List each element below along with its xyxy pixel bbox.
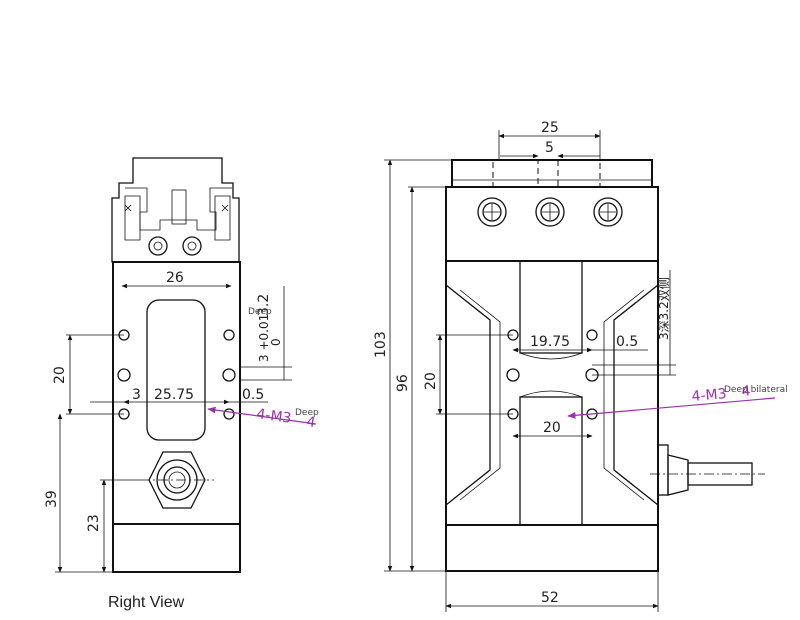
dim-right-3: 3 [132,387,141,403]
screw-row [477,197,623,227]
dim-front-5: 5 [545,140,554,156]
dim-front-20-v: 20 [423,372,439,390]
dim-right-39: 39 [44,490,60,508]
dim-front-52: 52 [541,590,559,606]
thread-callout-front: 4-M3 [691,386,727,405]
dim-right-3-2: 3.2 [256,294,272,316]
right-view: 26 25.75 3 0.5 20 39 23 3.2 3 +0.01 0 De… [44,157,319,573]
dim-right-25-75: 25.75 [154,387,194,403]
thread-depth-front: 4 [741,383,751,400]
dim-right-0-5: 0.5 [242,387,264,403]
dim-front-103: 103 [373,331,389,358]
dim-right-26: 26 [166,270,184,286]
depth-note-front: 3深3.2双侧 [657,277,671,340]
dim-right-tol-zero: 0 [269,338,283,346]
dim-front-20-h: 20 [543,420,561,436]
dim-right-23: 23 [86,514,102,532]
deep-label-a: Deep [248,307,272,317]
dim-front-19-75: 19.75 [530,334,570,350]
thread-callout-right: 4-M3 [255,406,292,427]
deep-label-b: Deep [295,408,319,418]
thread-depth-right: 4 [305,414,316,431]
front-view: 25 5 103 96 20 19.75 0.5 20 52 3深3.2双 [373,120,788,612]
dim-right-20: 20 [52,366,68,384]
dim-front-25: 25 [541,120,559,136]
dim-right-tol: 3 +0.01 [257,314,271,362]
dim-front-0-5: 0.5 [616,334,638,350]
dim-front-96: 96 [395,374,411,392]
deep-bilateral-label: Deep bilateral [724,385,788,395]
view-caption: Right View [108,594,185,611]
